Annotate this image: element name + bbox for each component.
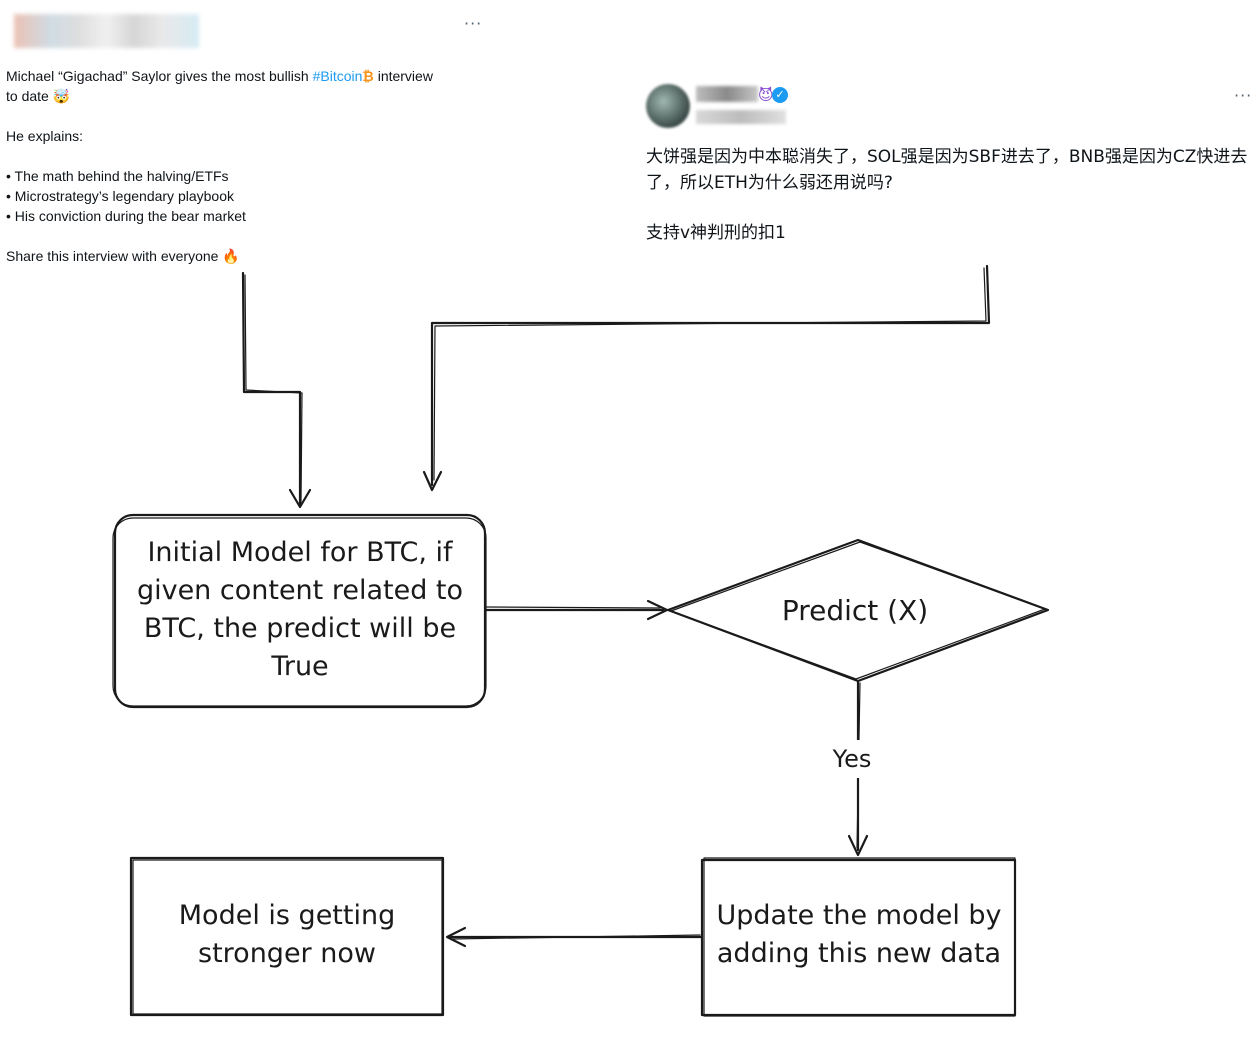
tweet-right-text: 大饼强是因为中本聪消失了，SOL强是因为SBF进去了，BNB强是因为CZ快进去了… — [646, 144, 1258, 246]
avatar[interactable] — [646, 84, 690, 128]
bullet-item: • Microstrategy’s legendary playbook — [6, 188, 234, 204]
bitcoin-icon: ₿ — [362, 68, 374, 84]
tweet-text-line1: Michael “Gigachad” Saylor gives the most… — [6, 68, 313, 84]
tweet-explains: He explains: — [6, 128, 84, 144]
more-options-icon[interactable]: ··· — [1234, 86, 1253, 105]
tweet-right-header: 😈 ✓ ··· — [646, 84, 1256, 132]
tweet-left-text: Michael “Gigachad” Saylor gives the most… — [6, 66, 486, 266]
model-stronger-label: Model is getting stronger now — [178, 900, 396, 969]
arrowhead — [288, 488, 312, 509]
initial-model-box — [113, 513, 487, 709]
arrowhead — [445, 926, 467, 948]
bullet-item: • His conviction during the bear market — [6, 208, 246, 224]
tweet-left: ··· Michael “Gigachad” Saylor gives the … — [6, 14, 486, 286]
tweet-share-line: Share this interview with everyone 🔥 — [6, 248, 240, 264]
tweet-right: 😈 ✓ ··· 大饼强是因为中本聪消失了，SOL强是因为SBF进去了，BNB强是… — [646, 84, 1256, 270]
blurred-author-info — [14, 14, 199, 48]
predict-label: Predict (X) — [781, 593, 929, 627]
model-stronger-box — [129, 856, 445, 1017]
verified-badge-icon: ✓ — [772, 87, 788, 103]
blurred-display-name — [696, 86, 758, 102]
bullet-item: • The math behind the halving/ETFs — [6, 168, 229, 184]
initial-model-label: Initial Model for BTC, if given content … — [136, 537, 464, 682]
blurred-handle — [696, 110, 786, 124]
update-model-label: Update the model by adding this new data — [716, 900, 1002, 969]
devil-emoji-icon: 😈 — [758, 86, 774, 104]
arrowhead — [847, 834, 869, 857]
more-options-icon[interactable]: ··· — [464, 14, 483, 33]
tweet-left-header: ··· — [6, 14, 486, 50]
tweet-right-paragraph-1: 大饼强是因为中本聪消失了，SOL强是因为SBF进去了，BNB强是因为CZ快进去了… — [646, 147, 1248, 193]
tweet-right-paragraph-2: 支持v神判刑的扣1 — [646, 223, 786, 243]
arrowhead — [422, 470, 443, 492]
yes-label: Yes — [815, 740, 889, 778]
tweet-text-line2: to date 🤯 — [6, 88, 71, 104]
bitcoin-hashtag-link[interactable]: #Bitcoin — [312, 68, 363, 84]
connector-tweet-left — [241, 271, 302, 507]
connector-tweet-right — [430, 264, 991, 487]
tweet-text-line1-end: interview — [373, 68, 433, 84]
